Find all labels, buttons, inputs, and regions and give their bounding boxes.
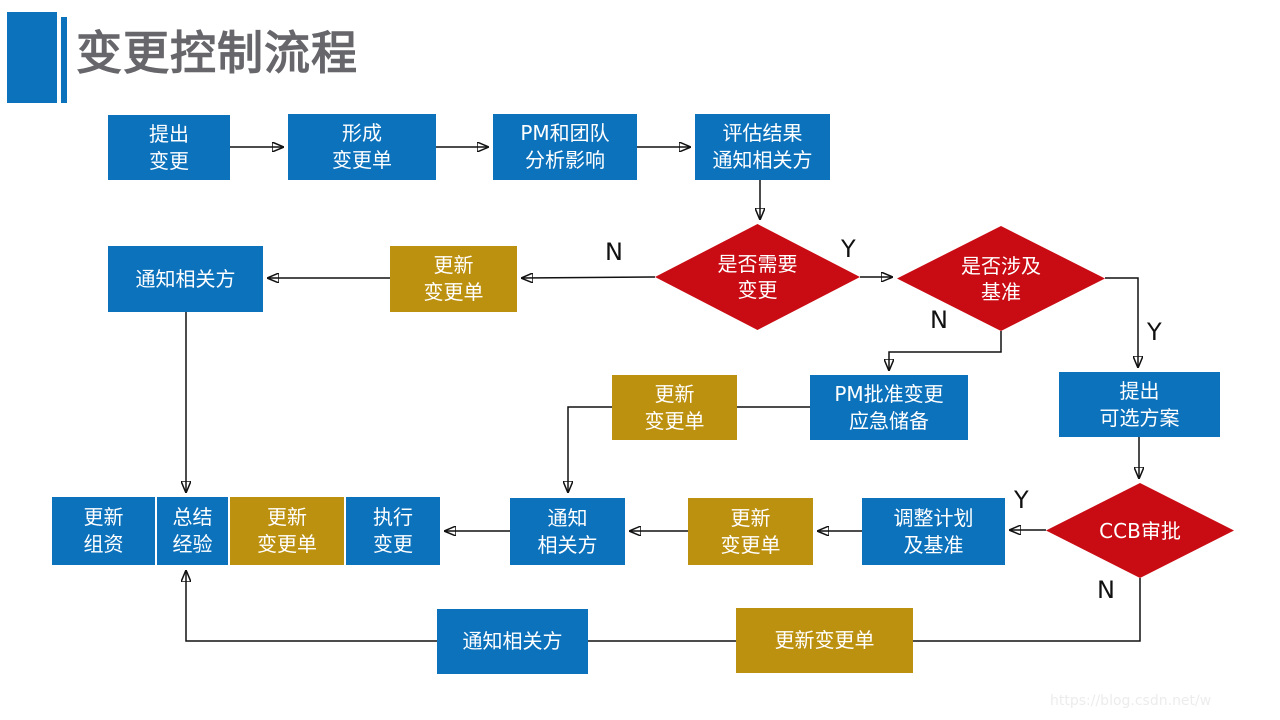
connector-ccb-no-feedback bbox=[186, 571, 1141, 642]
connector-need-change-no bbox=[522, 277, 656, 278]
page-title: 变更控制流程 bbox=[76, 26, 358, 80]
node-evaluation-notify: 评估结果 通知相关方 bbox=[695, 114, 830, 180]
branch-label-baseline-yes: Y bbox=[1147, 318, 1162, 346]
node-notify-stakeholders-mid: 通知 相关方 bbox=[510, 498, 625, 565]
node-update-order-left: 更新 变更单 bbox=[390, 246, 517, 312]
node-form-change-order: 形成 变更单 bbox=[288, 114, 436, 180]
node-update-org-assets: 更新 组资 bbox=[52, 497, 155, 565]
branch-label-need-change-no: N bbox=[605, 238, 623, 266]
node-propose-alternatives: 提出 可选方案 bbox=[1059, 372, 1220, 437]
title-accent-bar-icon bbox=[61, 17, 67, 103]
connector-baseline-no bbox=[889, 331, 1002, 370]
node-adjust-plan-baseline: 调整计划 及基准 bbox=[862, 498, 1005, 565]
node-pm-team-analysis: PM和团队 分析影响 bbox=[493, 114, 637, 180]
node-pm-approve-reserve: PM批准变更 应急储备 bbox=[810, 375, 968, 440]
node-summarize-experience: 总结 经验 bbox=[157, 497, 228, 565]
branch-label-baseline-no: N bbox=[930, 306, 948, 334]
branch-label-ccb-yes: Y bbox=[1014, 486, 1029, 514]
connector-update-mid-to-notify bbox=[568, 406, 612, 492]
node-update-order-exec: 更新 变更单 bbox=[230, 497, 344, 565]
node-propose-change: 提出 变更 bbox=[108, 115, 230, 180]
branch-label-need-change-yes: Y bbox=[841, 235, 856, 263]
node-update-order-bottom: 更新变更单 bbox=[736, 608, 913, 673]
node-notify-stakeholders-bottom: 通知相关方 bbox=[437, 609, 588, 674]
watermark-text: https://blog.csdn.net/w bbox=[1050, 693, 1212, 709]
branch-label-ccb-no: N bbox=[1097, 576, 1115, 604]
node-update-order-mid: 更新 变更单 bbox=[612, 375, 737, 440]
node-update-order-adjust: 更新 变更单 bbox=[688, 498, 813, 565]
node-execute-change: 执行 变更 bbox=[346, 497, 440, 565]
connector-baseline-yes bbox=[1105, 277, 1138, 367]
title-accent-square-icon bbox=[7, 12, 57, 103]
node-notify-stakeholders-left: 通知相关方 bbox=[108, 246, 263, 312]
